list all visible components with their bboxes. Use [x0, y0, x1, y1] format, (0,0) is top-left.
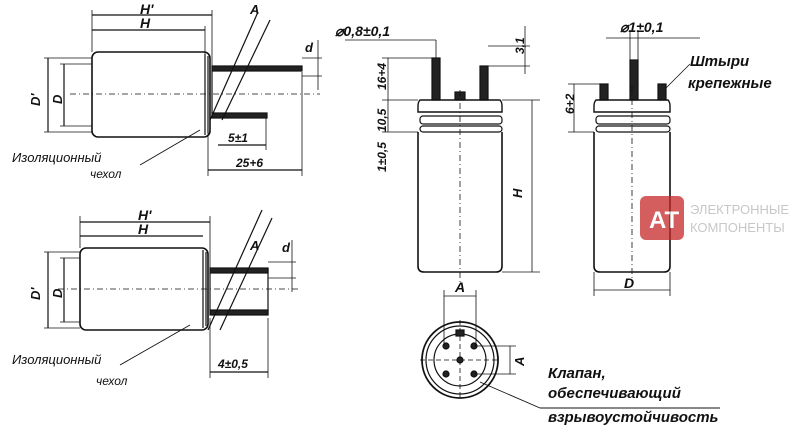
figure-axial-long-leads	[44, 10, 322, 176]
figure-top-view	[420, 290, 720, 409]
label-h-radial: H	[510, 188, 525, 198]
label-pins: Штыри	[690, 53, 749, 70]
label-valve-1: Клапан,	[548, 365, 606, 382]
label-h-2: H	[138, 221, 149, 237]
label-insulation: Изоляционный	[12, 150, 101, 165]
figure-radial-pins-labels: ⌀1±0,1 Штыри крепежные 6+2 D	[563, 19, 772, 291]
label-valve-2: обеспечивающий	[548, 385, 681, 402]
label-h-prime-2: H'	[138, 207, 152, 223]
figure-radial-side	[345, 26, 540, 285]
label-diam-pins: ⌀1±0,1	[620, 19, 664, 35]
label-d-big-2: D	[50, 288, 65, 298]
label-h: H	[140, 15, 151, 31]
figure-axial-short-leads	[44, 209, 300, 378]
logo-line-2: КОМПОНЕНТЫ	[690, 220, 785, 235]
figure-radial-side-labels: ⌀0,8±0,1 3,1 16+4 10,5 1±0,5 H	[335, 23, 527, 198]
label-valve-3: взрывоустойчивость	[548, 409, 719, 426]
logo-mark-text: AT	[649, 207, 680, 234]
label-insulation-fig2-2: чехол	[96, 374, 128, 388]
logo-line-1: ЭЛЕКТРОННЫЕ	[690, 202, 789, 217]
label-d-prime: D'	[28, 93, 43, 106]
label-dim-5: 5±1	[228, 131, 248, 145]
logo-watermark: AT ЭЛЕКТРОННЫЕ КОМПОНЕНТЫ	[640, 196, 789, 240]
label-dim-31: 3,1	[513, 37, 527, 54]
figure-axial-short-leads-labels: H' H A d D' D 4±0,5 Изоляционный чехол	[12, 207, 291, 388]
label-d-prime-2: D'	[28, 287, 43, 300]
label-a-side: A	[512, 357, 527, 367]
figure-top-view-labels: A A Клапан, обеспечивающий взрывоустойчи…	[454, 279, 719, 426]
label-a-2: A	[249, 238, 259, 253]
label-a: A	[249, 2, 259, 17]
label-insulation-2: чехол	[90, 167, 122, 181]
label-insulation-fig2: Изоляционный	[12, 352, 101, 367]
label-dim-1: 1±0,5	[375, 142, 389, 172]
figure-radial-pins	[568, 30, 700, 296]
label-dim-6: 6+2	[563, 93, 577, 114]
logo-mark	[640, 196, 684, 240]
label-pins-2: крепежные	[688, 75, 772, 92]
label-diam-pin: ⌀0,8±0,1	[335, 23, 390, 39]
label-d-small: d	[305, 40, 314, 55]
figure-axial-long-leads-labels: H' H A d D' D 5±1 25+6 Изоляционный чехо…	[12, 1, 314, 181]
label-dim-105: 10,5	[375, 108, 389, 132]
label-h-prime: H'	[140, 1, 154, 17]
label-d-small-2: d	[282, 240, 291, 255]
label-dim-25: 25+6	[235, 156, 263, 170]
label-d-big: D	[50, 94, 65, 104]
label-d-radial: D	[624, 275, 634, 291]
label-dim-16: 16+4	[375, 63, 389, 90]
label-a-top: A	[454, 279, 465, 295]
label-dim-4: 4±0,5	[217, 357, 248, 371]
